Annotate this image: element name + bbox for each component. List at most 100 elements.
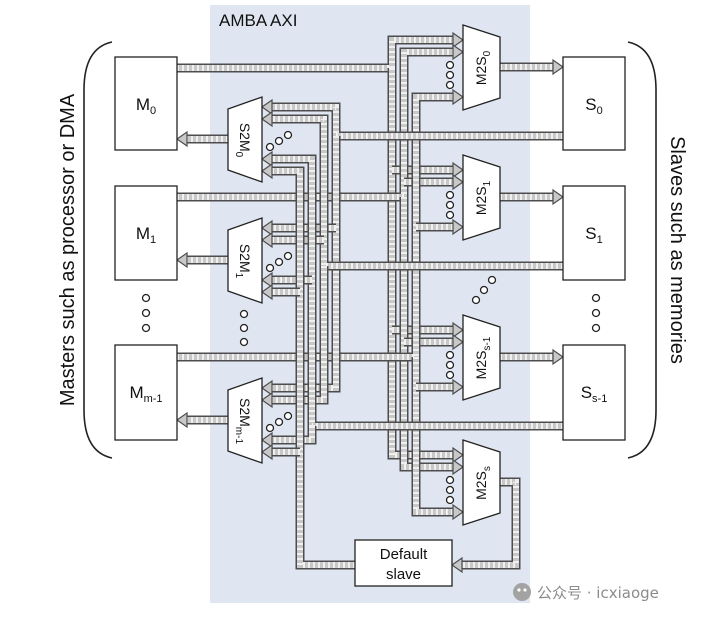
mux-label-base: M2S [473,351,489,380]
label-sub: 1 [150,234,156,246]
arrowhead [452,161,465,179]
ellipsis-dot [445,370,455,380]
watermark-text: 公众号 · icxiaoge [537,584,659,602]
label-sub: 0 [150,105,156,117]
label-sub: 0 [597,105,603,117]
m2s-mux-label: M2Ss [473,466,493,500]
mux-label-base: S2M [237,244,253,273]
slave-1: S1 [562,185,626,281]
arrowhead [260,231,273,249]
panel-title: AMBA AXI [219,11,297,30]
slave-box [562,56,626,151]
arrowhead [260,283,273,301]
master-label: M0 [136,95,156,117]
s2m-ellipsis [239,309,249,347]
arrowhead [452,378,465,396]
ellipsis-dot [445,210,455,220]
default-slave-line2: slave [386,566,421,583]
mux-label-sub: s [482,466,493,471]
slave-1-bus [260,110,563,271]
wechat-icon-bubble [513,583,531,601]
bus-hatch [272,104,563,139]
arrowhead [452,88,465,106]
wechat-icon-eye [517,588,521,592]
ellipsis-dot [239,337,249,347]
slave-2-bus-lower [260,426,317,449]
m2s-1-output [500,188,565,206]
master-box [114,344,178,441]
arrowhead [175,411,188,429]
ellipsis-dot [445,485,455,495]
bus-fill [272,266,327,403]
master-1-bus-lower [399,197,465,476]
default-slave-box [354,539,453,587]
m2s-mux-0: M2S0 [462,24,501,111]
master-2-bus-lower [411,357,465,521]
master-1-bus [177,43,465,202]
arrowhead [452,43,465,61]
slave-s-1: Ss-1 [562,344,626,441]
bus-hatch [413,357,453,515]
bus-hatch [389,68,453,458]
ellipsis-dot [283,130,293,140]
slave-label: Ss-1 [581,383,608,405]
slave-0-bus [260,98,563,141]
master-0-bus [177,31,465,73]
ellipsis-dot [445,360,455,370]
arrowhead [260,431,273,449]
masters-bracket [83,41,113,459]
label-base: S [581,383,592,402]
ellipsis-dot [445,70,455,80]
s2m-mux-shape [227,377,263,464]
arrowhead [552,348,565,366]
s2m-0-output [175,130,228,148]
slave-box [562,185,626,281]
master-box [114,185,178,281]
s2m-mux-label: S2Mm-1 [233,398,253,444]
s2m-mux-label: S2M1 [233,244,253,279]
master-1: M1 [114,185,178,281]
master-label: M1 [136,224,156,246]
master-box [114,56,178,151]
ellipsis-dot [265,142,275,152]
mux-label-base: M2S [473,471,489,500]
ellipsis-dot [141,293,151,303]
arrowhead [452,31,465,49]
bus-hatch [272,156,563,429]
mux-label-sub: 0 [482,50,493,56]
ellipsis-dot [239,323,249,333]
m2s-2-output [500,348,565,366]
label-base: M [129,383,143,402]
ellipsis-dot [274,136,284,146]
arrowhead [260,219,273,237]
bus-hatch [177,49,453,200]
slave-ellipsis [591,293,601,333]
bus-hatch [272,168,355,568]
slave-2-branch [260,271,312,289]
default-slave: Default slave [354,539,453,587]
bus-hatch [462,479,519,568]
mux-label-base: M2S [473,186,489,215]
ellipsis-dot [239,309,249,319]
mux-label-sub: s-1 [482,336,493,350]
arrowhead [260,379,273,397]
slave-label: S1 [585,224,602,246]
master-0: M0 [114,56,178,151]
slave-label: S0 [585,95,602,117]
slaves-caption: Slaves such as memories [666,136,688,364]
slave-2-bus [260,150,563,431]
arrowhead [260,98,273,116]
arrowhead [452,218,465,236]
s2m-mux-0: S2M0 [227,96,263,183]
ellipsis-dot [283,251,293,261]
label-base: M [136,224,150,243]
ellipsis-dot [445,200,455,210]
ellipsis-dot [445,80,455,90]
slave-box [562,344,626,441]
label-sub: m-1 [144,393,163,405]
m2s-mux-shape [462,439,501,526]
ellipsis-dot [487,275,497,285]
bus-hatch [272,426,315,443]
arrowhead [552,58,565,76]
s2m-mux-shape [227,217,263,304]
